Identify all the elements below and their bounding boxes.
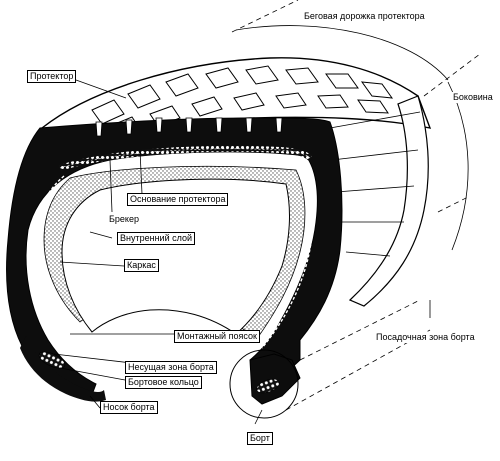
label-mounting-belt: Монтажный поясок <box>174 330 260 343</box>
bead-detail-circle <box>229 349 299 419</box>
label-inner-layer: Внутренний слой <box>117 232 195 245</box>
right-sidewall-face <box>329 95 429 307</box>
guide-lines <box>231 0 481 411</box>
tread-grooves <box>95 117 283 137</box>
left-bead <box>20 336 106 402</box>
carcass-ply <box>29 165 314 373</box>
label-sidewall: Боковина <box>451 92 495 103</box>
label-tread-track: Беговая дорожка протектора <box>302 11 427 22</box>
label-bead-toe: Носок борта <box>100 401 158 414</box>
right-bead <box>249 353 301 405</box>
label-bead-seat-zone: Посадочная зона борта <box>374 332 477 343</box>
label-bead-ring: Бортовое кольцо <box>125 376 202 389</box>
label-breaker: Брекер <box>107 214 141 225</box>
label-bead: Борт <box>247 432 273 445</box>
leader-lines <box>53 79 263 425</box>
label-carcass: Каркас <box>124 259 159 272</box>
label-bead-bearing-zone: Несущая зона борта <box>125 361 217 374</box>
label-tread: Протектор <box>27 70 77 83</box>
label-tread-base: Основание протектора <box>127 193 229 206</box>
